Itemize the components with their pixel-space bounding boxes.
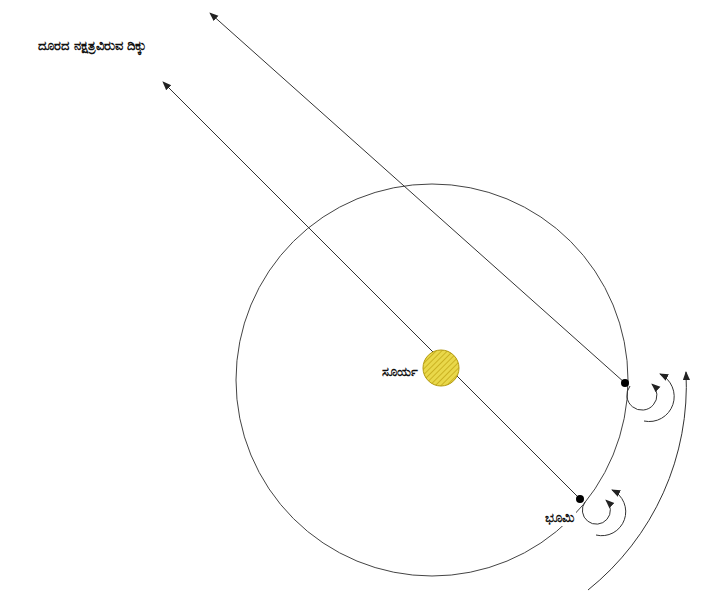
rotation-arc: [582, 500, 610, 524]
earth-dot: [576, 495, 584, 503]
star-direction-line: [210, 13, 625, 383]
earth-dot: [621, 379, 629, 387]
orbit: [236, 184, 628, 576]
direction-label: ದೂರದ ನಕ್ಷತ್ರವಿರುವ ದಿಕ್ಕು: [36, 38, 148, 55]
earth-label: ಭೂಮಿ: [543, 510, 576, 527]
orbit-motion-arc: [588, 372, 686, 590]
rotation-arc: [644, 374, 674, 422]
sun: [423, 350, 459, 386]
rotation-arc: [627, 384, 657, 410]
sun-label: ಸೂರ್ಯ: [380, 364, 420, 381]
star-direction-line: [163, 82, 580, 499]
rotation-arc: [596, 490, 626, 536]
